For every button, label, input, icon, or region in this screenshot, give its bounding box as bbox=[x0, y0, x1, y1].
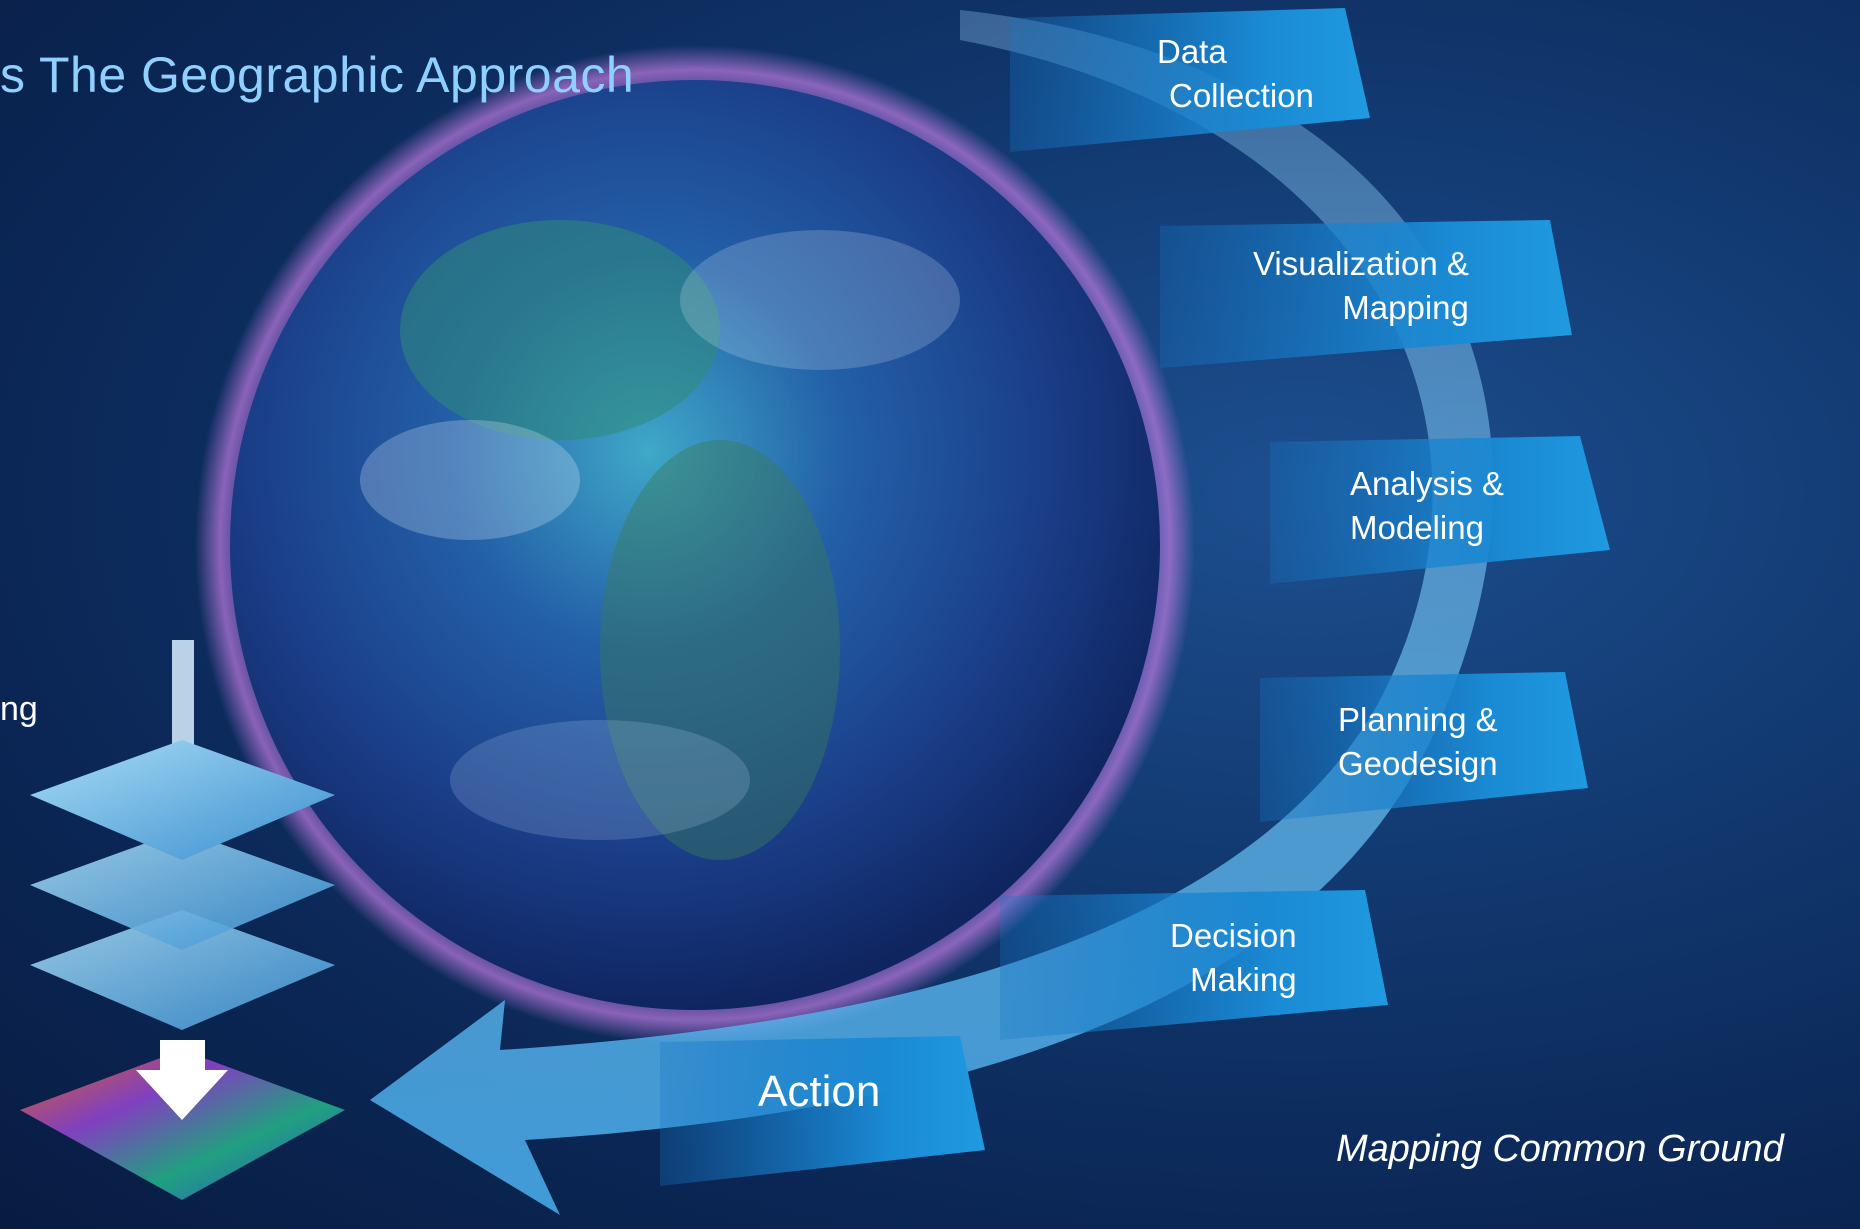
step-label-data-collection: Data Collection bbox=[1157, 30, 1314, 118]
banner-action bbox=[660, 1036, 985, 1186]
step-line-2: Geodesign bbox=[1338, 745, 1498, 782]
step-line-2: Mapping bbox=[1342, 289, 1469, 326]
banner-data-collection bbox=[1010, 8, 1370, 152]
banner-visualization bbox=[1160, 220, 1572, 368]
step-line-2: Making bbox=[1190, 961, 1297, 998]
step-label-planning-geodesign: Planning & Geodesign bbox=[1338, 698, 1498, 786]
map-layers-icon bbox=[20, 640, 345, 1200]
slide-title: s The Geographic Approach bbox=[0, 47, 635, 103]
step-line-1: Planning & bbox=[1338, 701, 1498, 738]
step-line-2: Modeling bbox=[1350, 509, 1484, 546]
globe-illustration bbox=[195, 45, 1195, 1045]
step-line-1: Decision bbox=[1170, 917, 1297, 954]
step-label-visualization-mapping: Visualization & Mapping bbox=[1253, 242, 1469, 330]
step-line-1: Analysis & bbox=[1350, 465, 1505, 502]
step-line-1: Visualization & bbox=[1253, 245, 1469, 282]
step-label-action: Action bbox=[758, 1067, 881, 1116]
tagline: Mapping Common Ground bbox=[1336, 1128, 1784, 1170]
step-banners bbox=[660, 8, 1610, 1186]
banner-analysis bbox=[1270, 436, 1610, 584]
step-label-decision-making: Decision Making bbox=[1170, 914, 1297, 1002]
banner-decision bbox=[1000, 890, 1388, 1040]
cut-off-side-text: ng bbox=[0, 690, 38, 728]
step-line-2: Collection bbox=[1169, 77, 1314, 114]
step-label-analysis-modeling: Analysis & Modeling bbox=[1350, 462, 1504, 550]
banner-planning bbox=[1260, 672, 1588, 822]
step-line-1: Data bbox=[1157, 33, 1227, 70]
